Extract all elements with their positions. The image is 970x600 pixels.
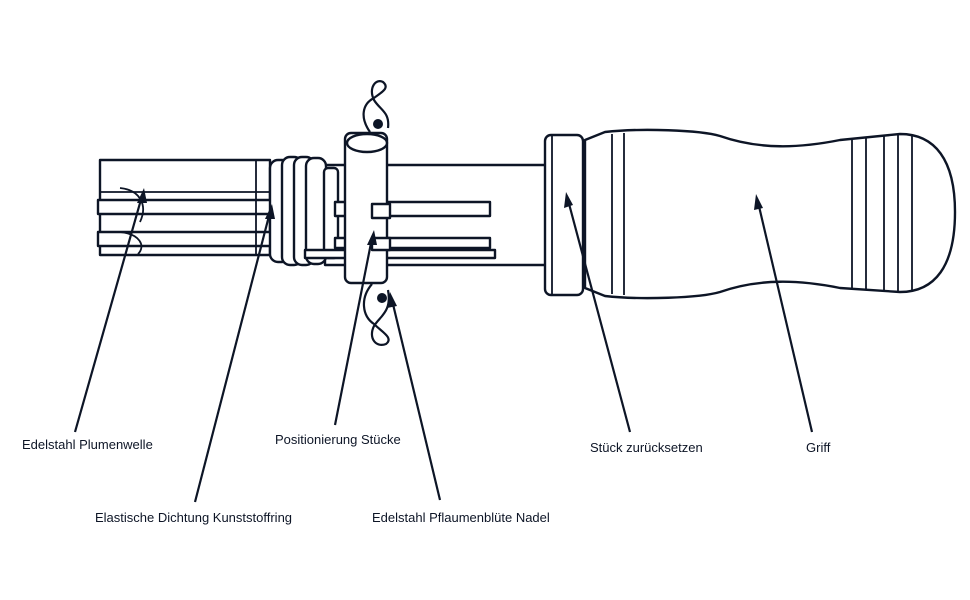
label-elastic-sealing-ring: Elastische Dichtung Kunststoffring xyxy=(95,510,293,525)
leader-handle xyxy=(754,194,814,433)
label-plum-shaft: Edelstahl Plumenwelle xyxy=(22,437,153,452)
elastic-sealing-ring xyxy=(268,155,340,267)
handle xyxy=(583,128,957,300)
reset-piece xyxy=(543,133,585,297)
plum-shaft xyxy=(96,158,275,257)
label-plum-blossom-needle: Edelstahl Pflaumenblüte Nadel xyxy=(372,510,550,525)
label-handle: Griff xyxy=(806,440,831,455)
cotter-pin-top xyxy=(362,80,390,133)
leader-needle xyxy=(387,292,442,501)
leader-positioning xyxy=(333,230,377,426)
label-reset-piece: Stück zurücksetzen xyxy=(590,440,703,455)
leader-reset xyxy=(564,192,632,433)
plum-blossom-needles xyxy=(303,200,497,260)
positioning-piece xyxy=(343,131,392,285)
cotter-pin-bottom xyxy=(362,283,390,346)
label-positioning-piece: Positionierung Stücke xyxy=(275,432,401,447)
leader-shaft xyxy=(73,188,147,433)
leader-ring xyxy=(193,204,275,503)
